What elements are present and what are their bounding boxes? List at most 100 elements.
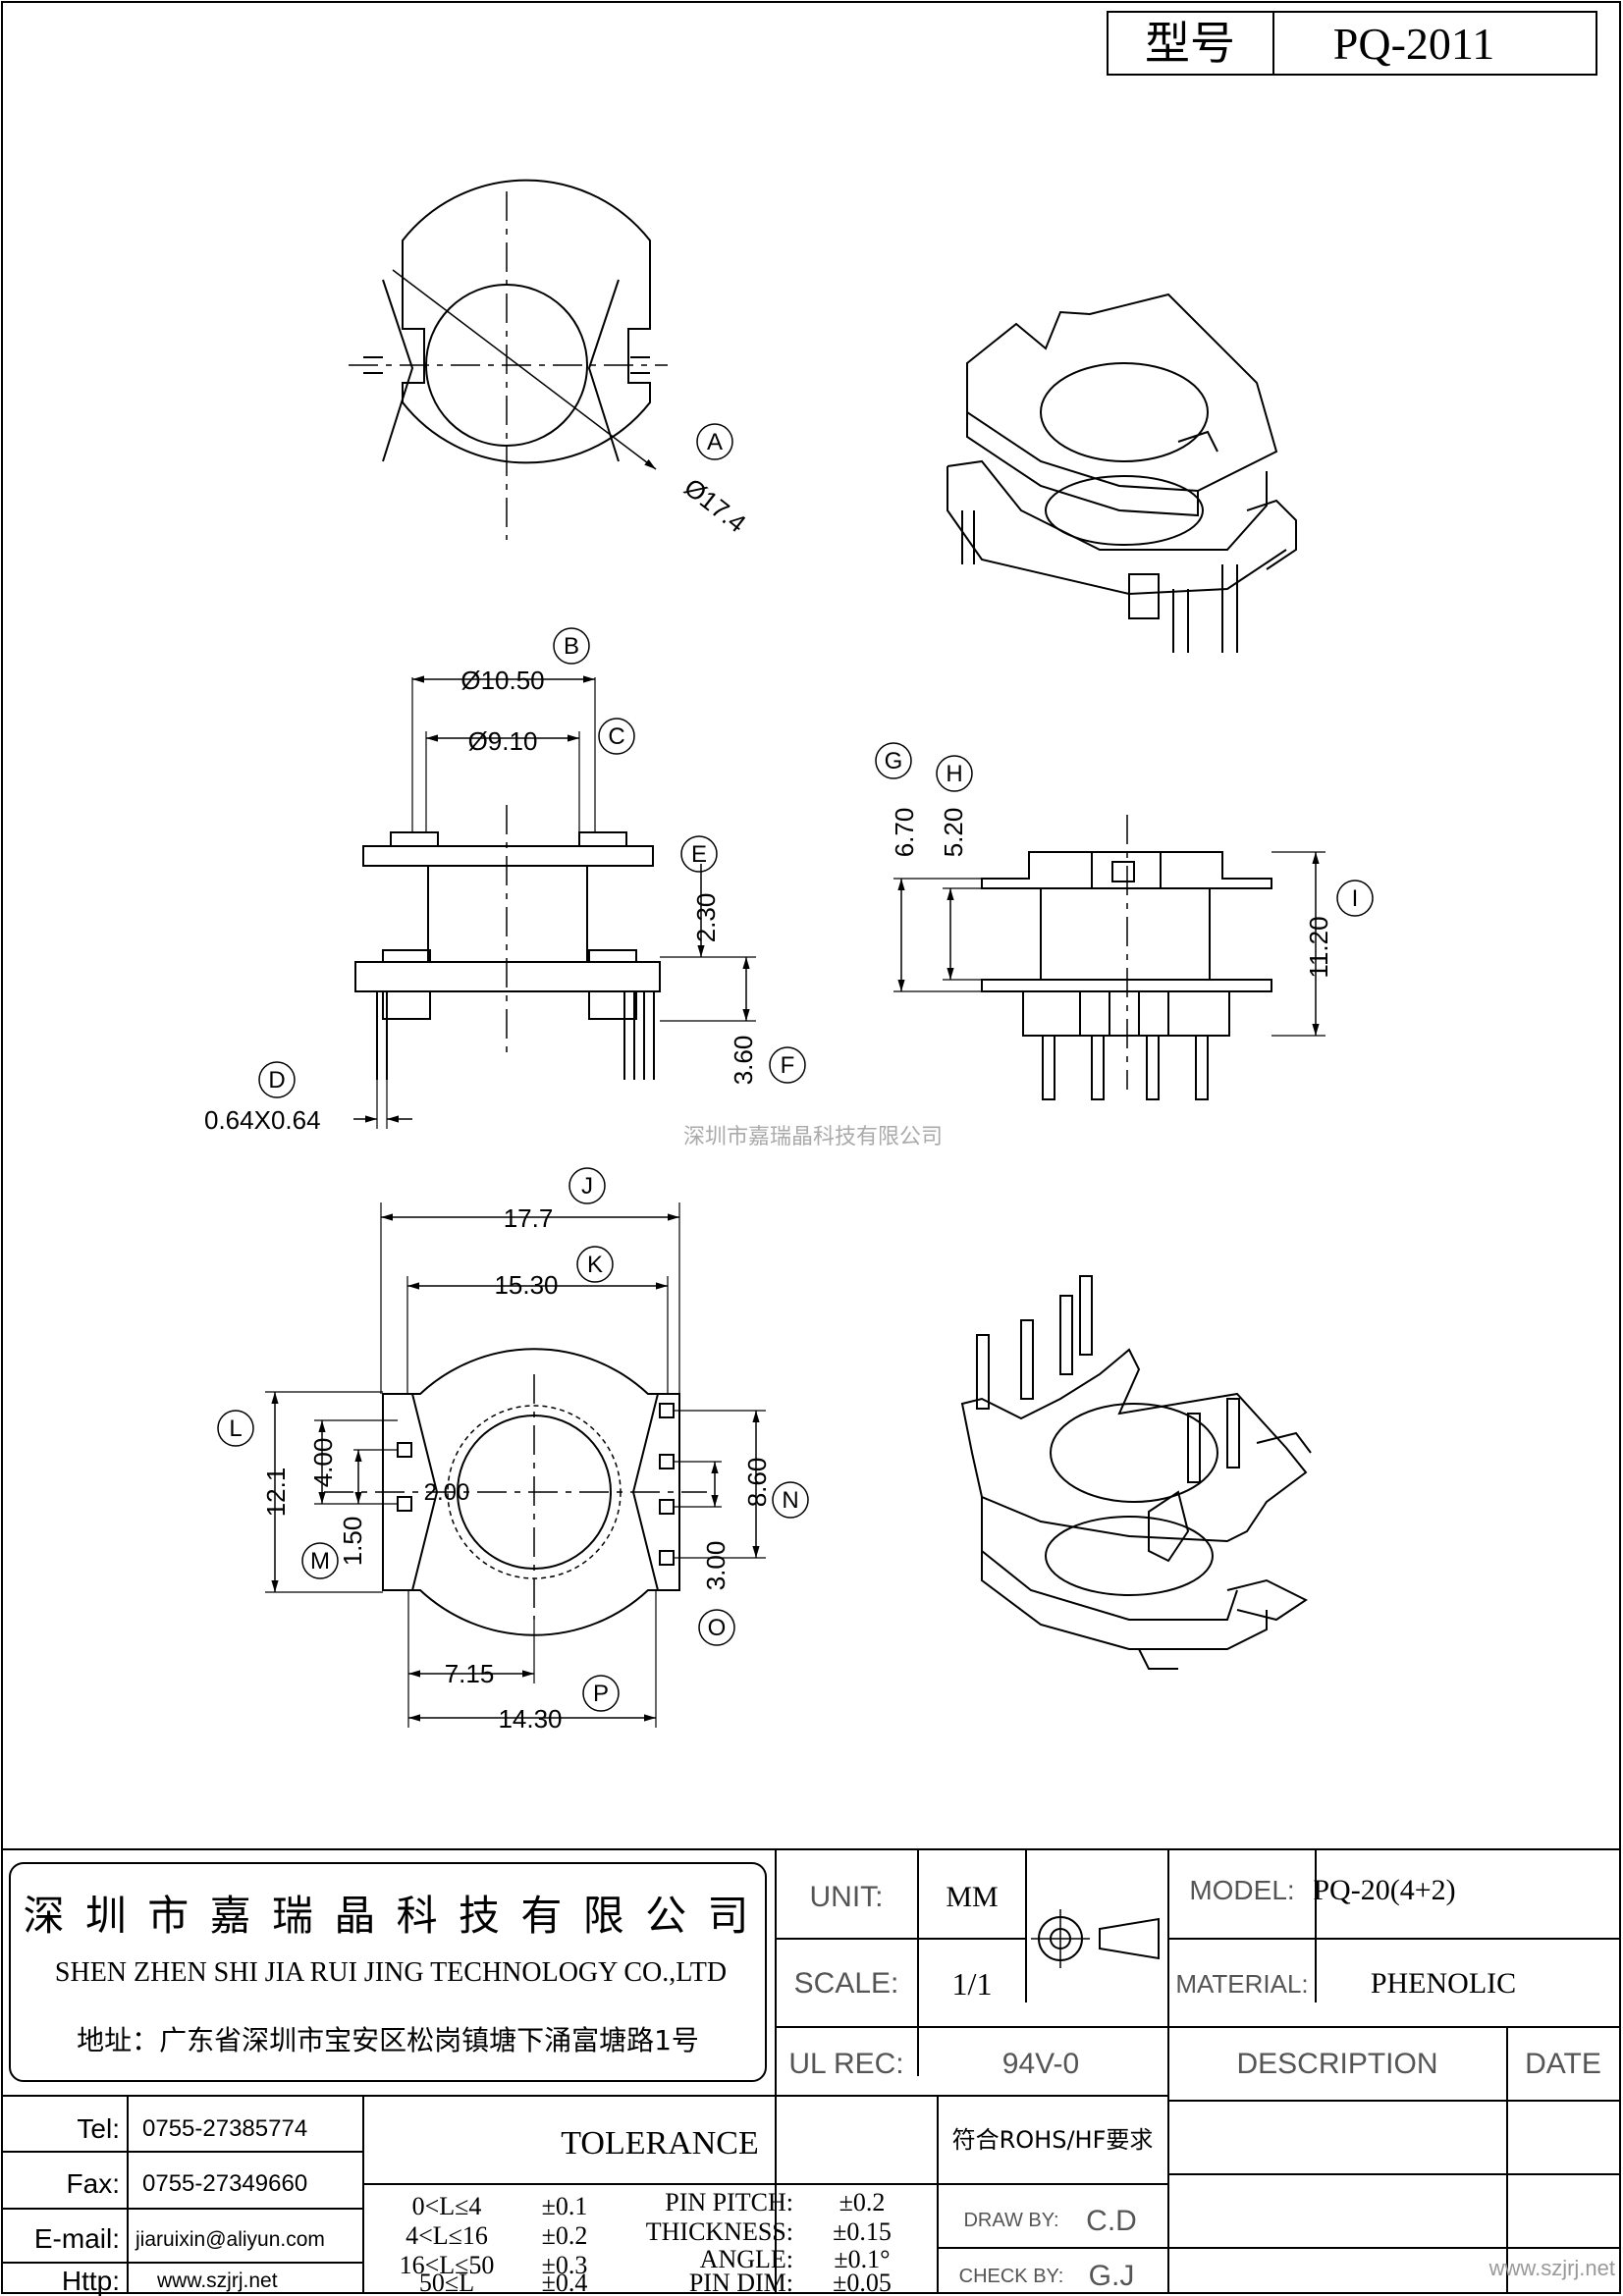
model-spec-label: MODEL: bbox=[1189, 1875, 1294, 1905]
date-label: DATE bbox=[1525, 2048, 1601, 2080]
tel-label: Tel: bbox=[77, 2113, 120, 2144]
company-address: 地址：广东省深圳市宝安区松岗镇塘下涌富塘路1号 bbox=[77, 2024, 699, 2056]
tol-range-2: 4<L≤16 bbox=[406, 2221, 488, 2250]
bottom-title-block bbox=[2, 1848, 1620, 2293]
callout-f: F bbox=[781, 1052, 795, 1079]
callout-c: C bbox=[608, 723, 624, 750]
fax-value: 0755-27349660 bbox=[142, 2170, 307, 2197]
tol-tol-4: ±0.05 bbox=[833, 2269, 892, 2296]
fax-label: Fax: bbox=[67, 2168, 120, 2199]
bottom-view bbox=[265, 1202, 766, 1728]
callout-o: O bbox=[708, 1615, 727, 1641]
dim-a-diameter: Ø17.4 bbox=[678, 472, 751, 538]
callout-j: J bbox=[581, 1173, 593, 1200]
model-label: 型号 bbox=[1145, 17, 1235, 70]
dim-i: 11.20 bbox=[1304, 916, 1333, 978]
callout-o-circle bbox=[698, 1609, 735, 1646]
dim-l: 12.1 bbox=[261, 1468, 291, 1518]
tol-tol-2: ±0.15 bbox=[833, 2217, 892, 2246]
callout-h-circle bbox=[936, 755, 973, 792]
scale-label: SCALE: bbox=[794, 1967, 899, 2000]
ul-label: UL REC: bbox=[788, 2048, 903, 2080]
company-name-en: SHEN ZHEN SHI JIA RUI JING TECHNOLOGY CO… bbox=[55, 1957, 727, 1988]
unit-value: MM bbox=[946, 1881, 998, 1913]
tol-name-1: PIN PITCH: bbox=[665, 2188, 793, 2216]
dim-f: 3.60 bbox=[729, 1036, 758, 1086]
callout-d-circle bbox=[258, 1061, 296, 1098]
dim-d: 0.64X0.64 bbox=[204, 1105, 321, 1135]
material-label: MATERIAL: bbox=[1175, 1969, 1308, 1999]
tolerance-title: TOLERANCE bbox=[561, 2125, 758, 2162]
dim-c: Ø9.10 bbox=[468, 726, 538, 756]
rohs-note: 符合ROHS/HF要求 bbox=[952, 2126, 1154, 2154]
email-label: E-mail: bbox=[34, 2223, 120, 2254]
model-value: PQ-2011 bbox=[1333, 19, 1494, 69]
callout-d: D bbox=[268, 1067, 285, 1094]
tol-range-3: 16<L≤50 bbox=[400, 2251, 495, 2279]
email-value: jiaruixin@aliyun.com bbox=[135, 2228, 325, 2251]
callout-l-circle bbox=[217, 1410, 254, 1447]
callout-i-circle bbox=[1336, 880, 1374, 917]
tel-value: 0755-27385774 bbox=[142, 2115, 307, 2142]
scale-value: 1/1 bbox=[952, 1966, 993, 2002]
tol-name-4: PIN DIM: bbox=[689, 2269, 793, 2296]
tol-range-1: 0<L≤4 bbox=[412, 2192, 482, 2220]
tol-value-2: ±0.2 bbox=[542, 2221, 588, 2250]
callout-e: E bbox=[691, 841, 707, 868]
model-spec-value: PQ-20(4+2) bbox=[1313, 1874, 1455, 1906]
http-value: www.szjrj.net bbox=[156, 2269, 278, 2292]
tol-range-4: 50≤L bbox=[419, 2269, 474, 2296]
tol-value-1: ±0.1 bbox=[542, 2192, 588, 2220]
http-label: Http: bbox=[62, 2266, 120, 2296]
callout-i: I bbox=[1352, 885, 1359, 912]
callout-c-circle bbox=[598, 718, 635, 755]
tolerance-rows: 0<L≤4 ±0.1 PIN PITCH: ±0.2 4<L≤16 ±0.2 T… bbox=[400, 2188, 892, 2296]
side-view bbox=[353, 675, 756, 1129]
watermark-corner: www.szjrj.net bbox=[1488, 2256, 1615, 2280]
dim-4: 4.00 bbox=[308, 1438, 338, 1488]
model-title-block bbox=[1107, 11, 1597, 76]
callout-b-circle bbox=[553, 627, 590, 665]
company-name-cn: 深 圳 市 嘉 瑞 晶 科 技 有 限 公 司 bbox=[24, 1892, 753, 1940]
material-value: PHENOLIC bbox=[1371, 1967, 1516, 2000]
draw-label: DRAW BY: bbox=[963, 2210, 1058, 2231]
isometric-view-top bbox=[947, 293, 1297, 653]
dim-p1: 7.15 bbox=[445, 1659, 495, 1688]
isometric-view-bottom bbox=[960, 1275, 1312, 1670]
callout-j-circle bbox=[568, 1167, 606, 1204]
callout-b: B bbox=[564, 633, 579, 660]
unit-label: UNIT: bbox=[810, 1881, 884, 1913]
callout-a-circle bbox=[696, 423, 733, 460]
callout-n: N bbox=[782, 1487, 798, 1514]
dim-e: 2.30 bbox=[691, 893, 721, 943]
tol-value-3: ±0.3 bbox=[542, 2251, 588, 2279]
top-view bbox=[349, 179, 668, 540]
dim-o: 3.00 bbox=[701, 1541, 730, 1591]
dim-b: Ø10.50 bbox=[460, 666, 544, 695]
watermark-center: 深圳市嘉瑞晶科技有限公司 bbox=[683, 1125, 943, 1149]
front-view bbox=[893, 815, 1325, 1100]
tol-tol-1: ±0.2 bbox=[839, 2188, 886, 2216]
dim-g: 6.70 bbox=[890, 808, 919, 858]
dim-k: 15.30 bbox=[494, 1270, 558, 1300]
callout-m: M bbox=[310, 1548, 330, 1575]
tol-name-2: THICKNESS: bbox=[646, 2217, 793, 2246]
callout-l: L bbox=[229, 1415, 242, 1442]
dim-2: 2.00 bbox=[424, 1479, 470, 1506]
dim-m: 1.50 bbox=[338, 1517, 367, 1567]
dim-p2: 14.30 bbox=[498, 1704, 562, 1734]
description-label: DESCRIPTION bbox=[1236, 2048, 1437, 2080]
tol-tol-3: ±0.1° bbox=[834, 2245, 890, 2273]
callout-k-circle bbox=[576, 1246, 614, 1283]
ul-value: 94V-0 bbox=[1002, 2048, 1079, 2080]
check-value: G.J bbox=[1089, 2260, 1135, 2292]
callout-f-circle bbox=[769, 1046, 806, 1084]
callout-p: P bbox=[593, 1681, 609, 1707]
dim-j: 17.7 bbox=[504, 1203, 554, 1233]
callout-m-circle bbox=[301, 1542, 339, 1579]
callout-n-circle bbox=[772, 1481, 809, 1519]
check-label: CHECK BY: bbox=[959, 2266, 1064, 2287]
dim-h: 5.20 bbox=[939, 808, 968, 858]
